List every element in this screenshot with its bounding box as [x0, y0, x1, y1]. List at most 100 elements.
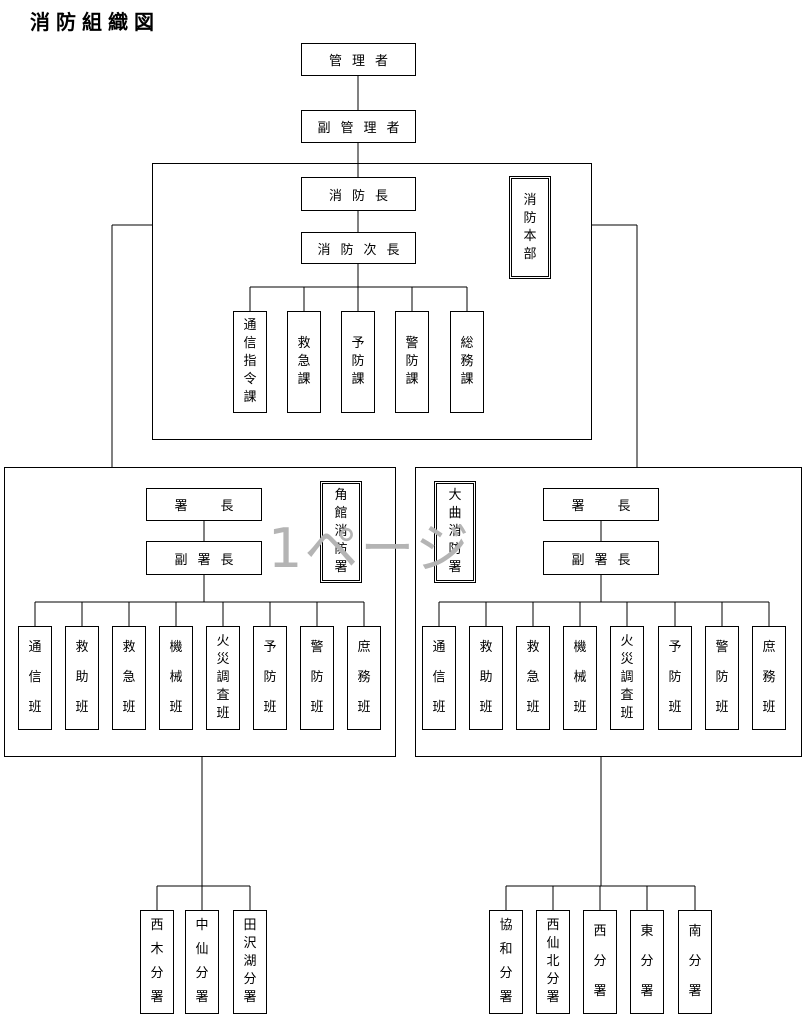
team-char: 防 [668, 670, 682, 685]
team-char: 助 [75, 670, 89, 685]
team-char: 信 [432, 670, 446, 685]
branch-char: 協 [499, 918, 513, 933]
kakunodate-team-rescue: 救 助 班 [65, 626, 99, 730]
omagari-label-char: 防 [448, 542, 462, 557]
headquarters-label-char: 防 [523, 210, 537, 226]
branch-char: 署 [243, 990, 257, 1005]
branch-char: 署 [546, 990, 560, 1005]
deputy-fire-chief-box: 消防次長 [301, 232, 416, 264]
branch-char: 分 [640, 954, 654, 969]
vice-manager-box: 副管理者 [301, 110, 416, 143]
team-char: 班 [432, 700, 446, 715]
branch-char: 分 [546, 972, 560, 987]
kakunodate-deputy-label: 副署長 [174, 552, 244, 568]
branch-kyowa: 協 和 分 署 [489, 910, 523, 1014]
omagari-chief-box: 署 長 [543, 488, 659, 521]
branch-char: 湖 [243, 954, 257, 969]
branch-tazawako: 田 沢 湖 分 署 [233, 910, 267, 1014]
branch-char: 東 [640, 924, 654, 939]
kakunodate-team-fire-investigation: 火 災 調 査 班 [206, 626, 240, 730]
division-general-affairs: 総 務 課 [450, 311, 484, 413]
kakunodate-deputy-box: 副署長 [146, 541, 262, 575]
division-char: 防 [405, 354, 419, 369]
omagari-station-frame [415, 467, 802, 757]
headquarters-frame [152, 163, 592, 440]
vice-manager-label: 副管理者 [317, 121, 410, 136]
team-char: 災 [620, 652, 634, 667]
division-char: 信 [243, 336, 257, 351]
team-char: 班 [357, 700, 371, 715]
team-char: 班 [122, 700, 136, 715]
division-char: 警 [405, 336, 419, 351]
team-char: 庶 [357, 640, 371, 655]
omagari-team-fire-investigation: 火 災 調 査 班 [610, 626, 644, 730]
division-char: 課 [297, 372, 311, 387]
kakunodate-team-guard: 警 防 班 [300, 626, 334, 730]
division-char: 予 [351, 336, 365, 351]
team-char: 班 [75, 700, 89, 715]
branch-char: 分 [195, 966, 209, 981]
team-char: 通 [432, 640, 446, 655]
branch-char: 北 [546, 954, 560, 969]
omagari-label-box: 大 曲 消 防 署 [434, 481, 476, 583]
team-char: 班 [668, 700, 682, 715]
branch-char: 和 [499, 942, 513, 957]
omagari-team-guard: 警 防 班 [705, 626, 739, 730]
team-char: 火 [216, 634, 230, 649]
team-char: 防 [310, 670, 324, 685]
division-communications: 通 信 指 令 課 [233, 311, 267, 413]
kakunodate-label-char: 角 [334, 488, 348, 503]
division-char: 課 [460, 372, 474, 387]
team-char: 火 [620, 634, 634, 649]
headquarters-label-char: 消 [523, 192, 537, 208]
division-char: 令 [243, 372, 257, 387]
team-char: 務 [762, 670, 776, 685]
team-char: 機 [169, 640, 183, 655]
branch-char: 田 [243, 918, 257, 933]
branch-char: 署 [150, 990, 164, 1005]
kakunodate-chief-box: 署 長 [146, 488, 262, 521]
division-prevention: 予 防 課 [341, 311, 375, 413]
branch-nishisenboku: 西 仙 北 分 署 [536, 910, 570, 1014]
team-char: 防 [263, 670, 277, 685]
kakunodate-label-char: 消 [334, 524, 348, 539]
kakunodate-team-machinery: 機 械 班 [159, 626, 193, 730]
branch-char: 分 [499, 966, 513, 981]
team-char: 班 [620, 706, 634, 721]
team-char: 信 [28, 670, 42, 685]
team-char: 急 [122, 670, 136, 685]
branch-char: 分 [150, 966, 164, 981]
kakunodate-team-emergency: 救 急 班 [112, 626, 146, 730]
branch-char: 署 [640, 984, 654, 999]
team-char: 班 [28, 700, 42, 715]
branch-char: 署 [593, 984, 607, 999]
branch-nishiki: 西 木 分 署 [140, 910, 174, 1014]
division-char: 総 [460, 336, 474, 351]
kakunodate-team-general-affairs: 庶 務 班 [347, 626, 381, 730]
omagari-label-char: 署 [448, 560, 462, 575]
division-emergency: 救 急 課 [287, 311, 321, 413]
division-guard: 警 防 課 [395, 311, 429, 413]
team-char: 通 [28, 640, 42, 655]
team-char: 班 [169, 700, 183, 715]
omagari-label-char: 曲 [448, 506, 462, 521]
division-char: 課 [405, 372, 419, 387]
kakunodate-label-char: 館 [334, 506, 348, 521]
team-char: 機 [573, 640, 587, 655]
division-char: 救 [297, 336, 311, 351]
omagari-deputy-label: 副署長 [571, 552, 641, 568]
team-char: 予 [263, 640, 277, 655]
branch-char: 分 [593, 954, 607, 969]
omagari-deputy-box: 副署長 [543, 541, 659, 575]
division-char: 急 [297, 354, 311, 369]
kakunodate-label-box: 角 館 消 防 署 [320, 481, 362, 583]
branch-char: 署 [688, 984, 702, 999]
manager-box: 管理者 [301, 43, 416, 76]
team-char: 救 [526, 640, 540, 655]
team-char: 班 [310, 700, 324, 715]
omagari-team-emergency: 救 急 班 [516, 626, 550, 730]
kakunodate-station-frame [4, 467, 396, 757]
team-char: 班 [479, 700, 493, 715]
branch-char: 南 [688, 924, 702, 939]
